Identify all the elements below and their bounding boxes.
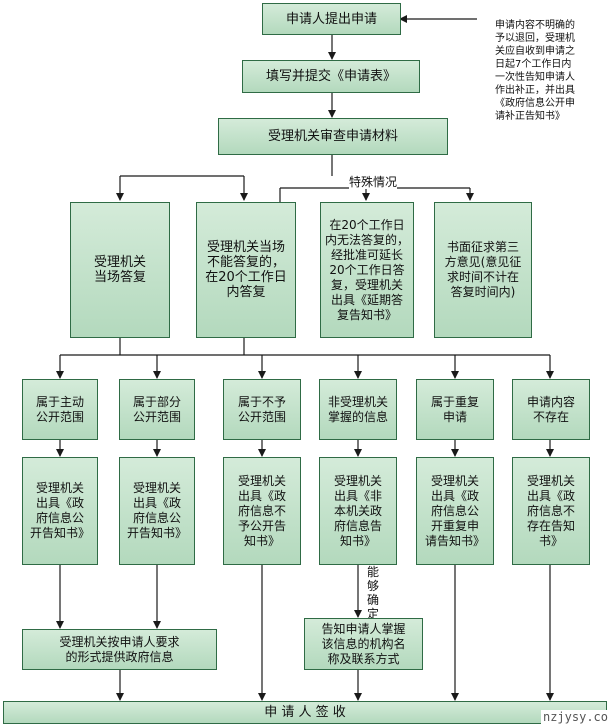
node-cat-active-text: 属于主动 公开范围 [35,394,84,424]
node-cat-repeat: 属于重复 申请 [416,379,494,440]
node-act-partial: 受理机关 出具《政 府信息公 开告知书》 [119,457,195,565]
label-special: 特殊情况 [349,175,398,189]
node-cat-notheld-text: 非受理机关 掌握的信息 [327,394,388,424]
node-apply-text: 申请人提出申请 [285,11,377,27]
node-immediate: 受理机关 当场答复 [70,202,170,338]
watermark: nzjysy.co [540,710,610,724]
node-review-text: 受理机关审查申请材料 [267,129,398,144]
node-cat-not-text: 属于不予 公开范围 [237,394,286,424]
node-within20-text: 受理机关当场 不能答复的， 在20个工作日 内答复 [205,240,287,300]
node-extend-text: 在20个工作日 内无法答复的， 经批准可延长 20个工作日答 复，受理机关 出具… [325,217,410,322]
node-act-repeat-text: 受理机关 出具《政 府信息公 开重复申 请告知书》 [424,473,485,548]
node-cat-none-text: 申请内容 不存在 [526,394,575,424]
node-review: 受理机关审查申请材料 [218,118,448,155]
node-inform: 告知申请人掌握 该信息的机构名 称及联系方式 [304,618,423,670]
node-sign: 申 请 人 签 收 [3,701,607,724]
node-cat-not: 属于不予 公开范围 [223,379,301,440]
node-form: 填写并提交《申请表》 [242,60,420,93]
node-cat-partial: 属于部分 公开范围 [119,379,195,440]
node-act-active-text: 受理机关 出具《政 府信息公 开告知书》 [29,481,90,540]
node-provide-text: 受理机关按申请人要求 的形式提供政府信息 [59,634,180,664]
node-act-none-text: 受理机关 出具《政 府信息不 存在告知 书》 [526,473,575,548]
node-act-active: 受理机关 出具《政 府信息公 开告知书》 [22,457,98,565]
node-act-repeat: 受理机关 出具《政 府信息公 开重复申 请告知书》 [416,457,494,565]
node-apply: 申请人提出申请 [262,3,401,35]
node-provide: 受理机关按申请人要求 的形式提供政府信息 [22,629,217,670]
node-within20: 受理机关当场 不能答复的， 在20个工作日 内答复 [196,202,296,338]
node-thirdparty-text: 书面征求第三 方意见(意见征 求时间不计在 答复时间内) [444,240,522,299]
node-inform-text: 告知申请人掌握 该信息的机构名 称及联系方式 [321,621,406,666]
node-act-not: 受理机关 出具《政 府信息不 予公开告 知书》 [223,457,301,565]
node-immediate-text: 受理机关 当场答复 [93,255,146,285]
node-act-notheld: 受理机关 出具《非 本机关政 府信息告 知书》 [319,457,397,565]
node-act-notheld-text: 受理机关 出具《非 本机关政 府信息告 知书》 [333,473,382,548]
node-cat-partial-text: 属于部分 公开范围 [132,394,181,424]
node-form-text: 填写并提交《申请表》 [265,69,396,84]
node-extend: 在20个工作日 内无法答复的， 经批准可延长 20个工作日答 复，受理机关 出具… [320,202,414,338]
node-cat-active: 属于主动 公开范围 [22,379,98,440]
node-act-partial-text: 受理机关 出具《政 府信息公 开告知书》 [126,481,187,540]
node-cat-repeat-text: 属于重复 申请 [430,394,479,424]
node-cat-notheld: 非受理机关 掌握的信息 [319,379,397,440]
node-thirdparty: 书面征求第三 方意见(意见征 求时间不计在 答复时间内) [434,202,532,338]
node-act-none: 受理机关 出具《政 府信息不 存在告知 书》 [512,457,590,565]
node-act-not-text: 受理机关 出具《政 府信息不 予公开告 知书》 [237,473,286,548]
note-incomplete-request: 申请内容不明确的 予以退回，受理机 关应自收到申请之 日起7个工作日内 一次性告… [477,3,609,151]
node-sign-text: 申 请 人 签 收 [264,705,346,720]
label-determinable: 能 够 确 定 [366,565,379,621]
node-cat-none: 申请内容 不存在 [512,379,590,440]
